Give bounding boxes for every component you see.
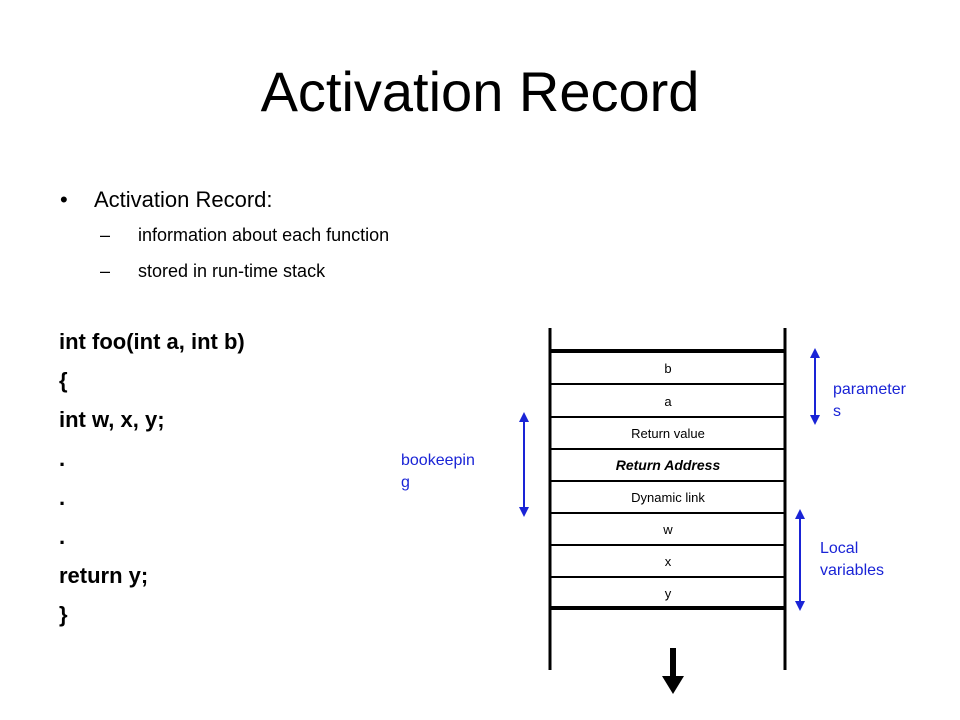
cell-label-x: x [665, 554, 672, 569]
code-line: int foo(int a, int b) [59, 329, 245, 354]
cell-label-dynamic-link: Dynamic link [631, 490, 705, 505]
cell-label-return-value: Return value [631, 426, 705, 441]
slide-title: Activation Record [260, 60, 700, 123]
bullet-icon: • [60, 187, 68, 212]
code-line: { [59, 368, 68, 393]
sub-item: – information about each function [100, 222, 389, 248]
stack-growth-arrow-icon [662, 648, 684, 694]
code-line: int w, x, y; [59, 407, 165, 432]
cell-label-return-address: Return Address [616, 457, 721, 473]
dash-icon: – [100, 261, 111, 281]
cell-label-b: b [664, 361, 671, 376]
parameters-label: parameter s [833, 381, 906, 420]
sub-item: – stored in run-time stack [100, 258, 325, 284]
local-variables-label: Local variables [820, 540, 885, 579]
stack-cells [550, 349, 785, 610]
bookkeeping-label: bookeepin g [401, 452, 475, 491]
code-line: return y; [59, 563, 149, 588]
cell-label-a: a [664, 394, 672, 409]
code-line: . [59, 485, 66, 510]
code-line: . [59, 446, 66, 471]
code-line: } [59, 602, 68, 627]
code-block: int foo(int a, int b) { int w, x, y; . .… [59, 322, 245, 634]
bullet-item: • Activation Record: [60, 184, 273, 216]
code-line: . [59, 524, 66, 549]
dash-icon: – [100, 225, 111, 245]
sub-item-text: information about each function [138, 225, 390, 245]
cell-label-y: y [665, 586, 672, 601]
sub-item-text: stored in run-time stack [138, 261, 326, 281]
cell-label-w: w [662, 522, 673, 537]
bullet-text: Activation Record: [94, 187, 273, 212]
